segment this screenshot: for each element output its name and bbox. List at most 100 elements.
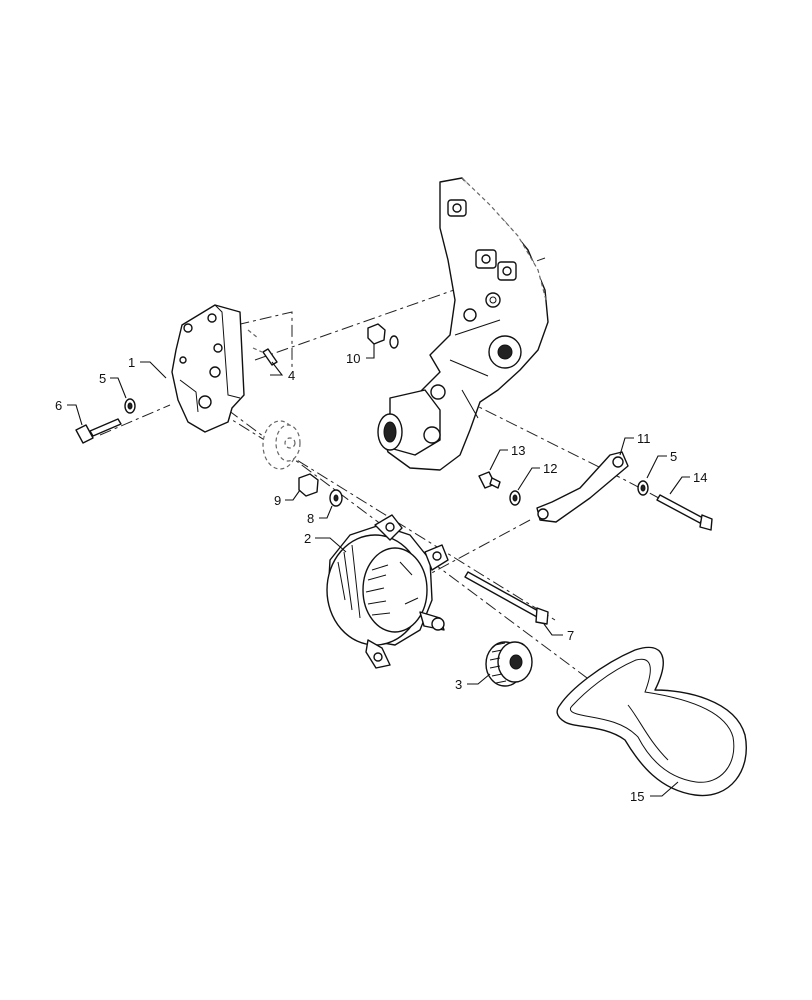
callout-14: 14 [693,470,707,485]
drive-belt [556,646,747,797]
alternator-mount-ear-bottom-hole [373,652,383,662]
washer-8 [329,489,343,507]
washer-12 [509,490,521,506]
callout-leaders [67,344,690,797]
callout-11: 11 [637,431,651,446]
adjusting-link-body [536,451,629,523]
bracket-outline [171,304,245,433]
callout-5-left: 5 [99,371,106,386]
nut-9-body [298,473,319,497]
bolt-7-shank [464,571,541,618]
nut-10-assembly [367,323,399,349]
dowel-pin [247,329,278,366]
nut-9 [298,473,319,497]
bolt-6-shank [89,418,122,437]
engine-front-housing [377,177,549,471]
alternator-front-face [362,547,428,633]
pulley-grooves [489,642,507,684]
pulley-hub [509,654,523,670]
drive-belt-outer [556,646,747,797]
bolt-14-shank [656,494,704,524]
callout-7: 7 [567,628,574,643]
alternator-rear-ribs [337,544,361,619]
idler-pulley-ghost-hub [284,437,296,449]
leader-9 [285,489,301,501]
washer-5-left [124,398,136,414]
alternator-mount-ear-right-hole [432,551,442,561]
callout-12: 12 [543,461,557,476]
callout-labels: 1 2 3 4 5 5 6 7 8 9 10 11 12 13 14 15 [55,351,707,804]
drive-belt-twist [627,704,669,761]
bracket-hole-top [207,313,217,323]
bolt-14 [656,494,713,531]
leader-3 [467,673,491,685]
callout-15: 15 [630,789,644,804]
nut-10 [367,323,386,345]
leader-12 [517,467,540,491]
nut-10-washer [389,335,399,349]
alternator-shaft-nut [431,617,445,631]
adjusting-link [536,451,629,523]
bracket-hole-foot [198,395,212,409]
engine-bolt-hole-5 [463,308,477,322]
idler-pulley-ghost [262,420,301,470]
engine-bolt-hole-2 [481,254,491,264]
engine-bolt-hole-3 [502,266,512,276]
engine-bolt-hole-4 [485,292,501,308]
dowel-pin-ghost [247,329,263,353]
adjusting-link-eye-top [612,456,624,468]
leader-14 [669,476,690,495]
callout-10: 10 [346,351,360,366]
engine-pump-gear-hub [497,344,513,360]
leader-7 [543,623,563,636]
leader-5a [110,377,127,399]
water-outlet-bore [383,421,397,443]
engine-lower-boss [430,384,446,400]
bolt-6-head [75,424,94,444]
water-outlet-sensor [423,426,441,444]
washer-5-right [637,480,649,496]
engine-housing-dashed-edge [461,177,547,301]
centerline-pulley-axis [227,409,631,711]
callout-8: 8 [307,511,314,526]
callout-3: 3 [455,677,462,692]
leader-5b [646,455,667,479]
leader-15 [650,781,679,797]
bolt-7-head [535,607,549,625]
leader-6 [67,404,83,426]
bracket-hole-low [179,356,187,364]
alternator-mounting-bracket [171,304,245,433]
bolt-6 [75,418,122,444]
leader-11 [619,437,634,456]
bracket-hole-pivot [209,366,221,378]
callout-6: 6 [55,398,62,413]
washer-5-right-bore [640,484,646,492]
leader-13 [489,449,508,471]
engine-ribs [449,319,501,419]
adjusting-link-eye-bottom [537,508,549,520]
bolt-7 [464,571,549,625]
leader-8 [319,505,333,519]
leader-2 [315,537,347,553]
callout-4: 4 [288,368,295,383]
alternator-cooling-slots [365,561,419,616]
centerline-bolt6 [99,404,171,436]
leader-4 [270,361,284,376]
callout-13: 13 [511,443,525,458]
washer-12-bore [512,494,518,502]
bolt-14-head [699,514,713,531]
engine-bolt-hole-4-inner [489,296,497,304]
alternator [326,514,449,669]
bracket-hole-mid [213,343,223,353]
bracket-side-face [214,304,241,399]
bolt-13-shank [489,477,501,489]
callout-1: 1 [128,355,135,370]
engine-bolt-hole-1 [452,203,462,213]
washer-5-left-bore [127,402,133,410]
bracket-web [179,379,199,413]
leader-10 [366,344,375,359]
callout-5-right: 5 [670,449,677,464]
washer-8-bore [333,494,339,502]
alternator-pulley [485,641,533,687]
